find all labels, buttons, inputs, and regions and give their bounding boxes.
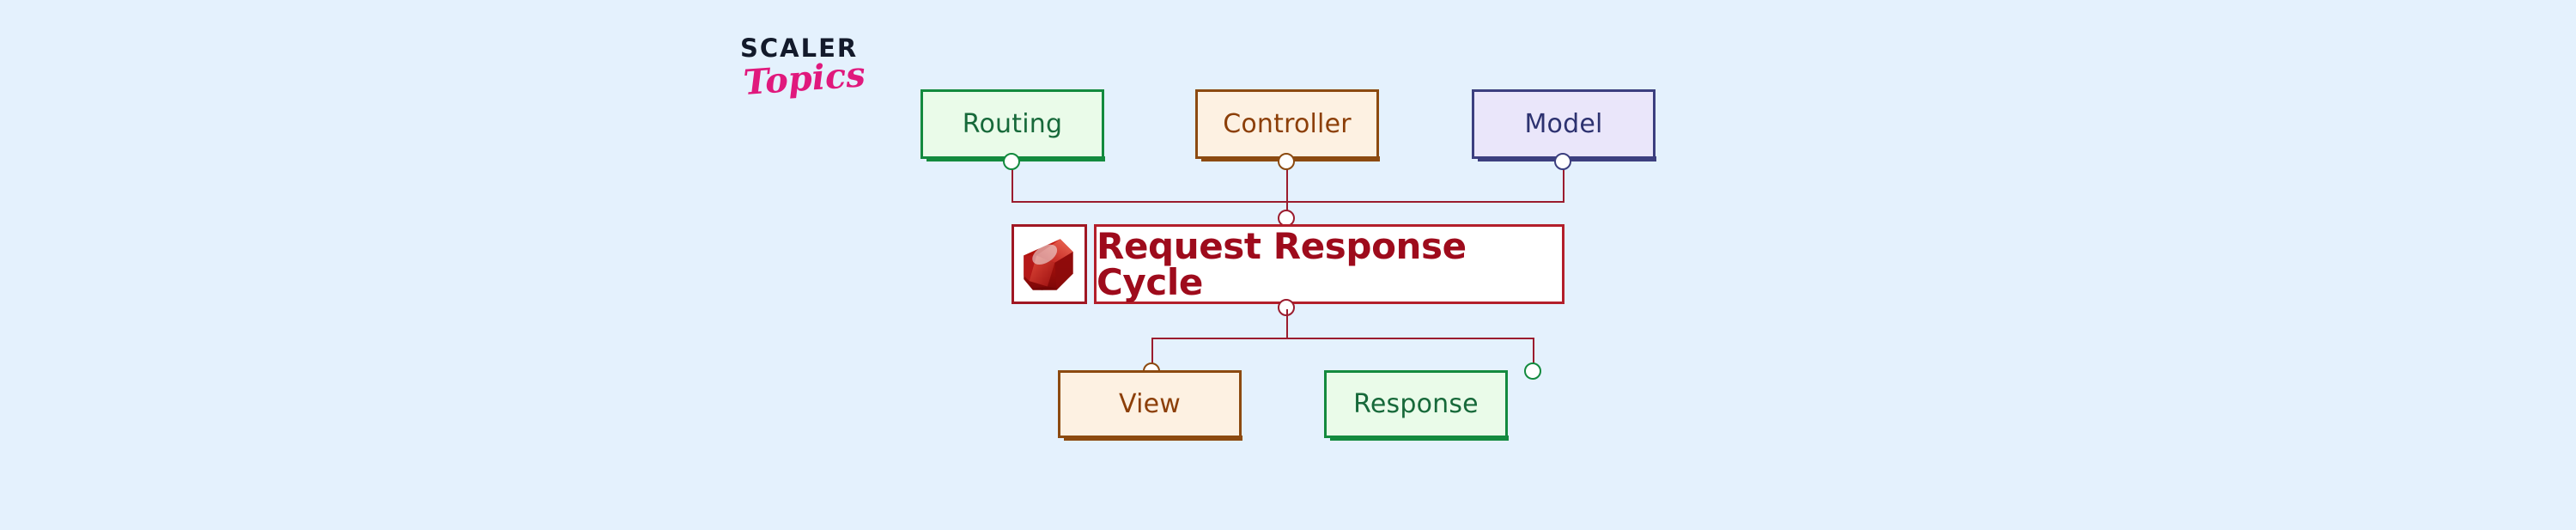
- wire-bottom-bus: [1151, 338, 1534, 339]
- ruby-gem-box: [1012, 224, 1087, 304]
- logo-scaler-text: SCALER: [740, 34, 859, 63]
- logo-topics-text: Topics: [742, 54, 867, 103]
- node-routing[interactable]: Routing: [920, 89, 1105, 161]
- node-view[interactable]: View: [1058, 370, 1242, 441]
- port-controller-out: [1278, 153, 1295, 170]
- wire-controller-drop: [1286, 163, 1288, 216]
- port-routing-out: [1003, 153, 1020, 170]
- wire-response-drop: [1533, 338, 1534, 375]
- port-model-out: [1554, 153, 1571, 170]
- node-routing-label: Routing: [962, 108, 1063, 139]
- node-view-label: View: [1119, 388, 1181, 419]
- node-controller[interactable]: Controller: [1195, 89, 1380, 161]
- wire-center-drop: [1286, 309, 1288, 338]
- center-title-label: Request Response Cycle: [1097, 224, 1467, 303]
- wire-model-drop: [1563, 163, 1564, 202]
- node-model-label: Model: [1524, 108, 1603, 139]
- center-title-box[interactable]: Request Response Cycle: [1094, 224, 1564, 304]
- node-response-label: Response: [1353, 388, 1479, 419]
- scaler-topics-logo: SCALER Topics: [740, 36, 895, 120]
- node-model[interactable]: Model: [1472, 89, 1656, 161]
- wire-top-bus: [1012, 201, 1564, 203]
- port-response-in: [1524, 362, 1541, 380]
- node-controller-label: Controller: [1223, 108, 1352, 139]
- node-response[interactable]: Response: [1324, 370, 1509, 441]
- wire-routing-drop: [1012, 163, 1013, 202]
- ruby-gem-icon: [1024, 238, 1073, 290]
- wire-view-drop: [1151, 338, 1153, 375]
